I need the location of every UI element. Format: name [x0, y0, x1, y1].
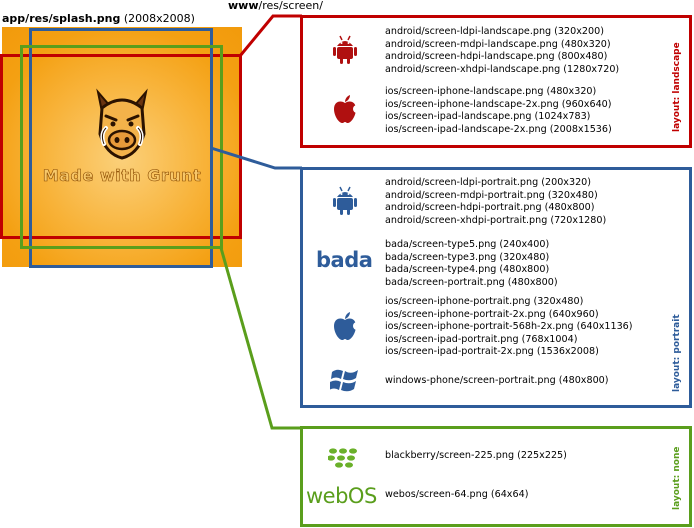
none-webos-files: webos/screen-64.png (64x64) [385, 489, 528, 502]
file-entry: ios/screen-iphone-landscape-2x.png (960x… [385, 98, 612, 110]
file-entry: android/screen-ldpi-portrait.png (200x32… [385, 177, 592, 188]
file-entry: android/screen-xhdpi-portrait.png (720x1… [385, 214, 607, 226]
portrait-group-box [300, 167, 692, 408]
landscape-layout-label: layout: landscape [672, 42, 682, 132]
none-group-box [300, 426, 692, 527]
apple-icon [334, 95, 358, 123]
file-entry: blackberry/screen-225.png (225x225) [385, 450, 567, 461]
file-entry: bada/screen-portrait.png (480x800) [385, 276, 558, 288]
file-entry: android/screen-hdpi-portrait.png (480x80… [385, 202, 595, 214]
bada-logo: bada [316, 248, 373, 272]
file-entry: ios/screen-iphone-portrait-2x.png (640x9… [385, 308, 599, 320]
file-entry: bada/screen-type4.png (480x800) [385, 264, 550, 276]
file-entry: android/screen-xhdpi-landscape.png (1280… [385, 63, 620, 75]
file-entry: ios/screen-iphone-landscape.png (480x320… [385, 86, 597, 97]
portrait-android-files: android/screen-ldpi-portrait.png (200x32… [385, 177, 606, 227]
blackberry-icon [328, 448, 357, 468]
file-entry: bada/screen-type3.png (320x480) [385, 251, 550, 263]
landscape-group-box [300, 15, 692, 148]
destination-path-label: www/res/screen/ [228, 0, 323, 12]
none-layout-label: layout: none [672, 446, 682, 510]
landscape-connector [238, 14, 302, 57]
landscape-android-files: android/screen-ldpi-landscape.png (320x2… [385, 26, 619, 76]
landscape-ios-files: ios/screen-iphone-landscape.png (480x320… [385, 86, 612, 136]
file-entry: android/screen-mdpi-landscape.png (480x3… [385, 38, 611, 50]
android-icon [333, 35, 357, 64]
file-entry: bada/screen-type5.png (240x400) [385, 239, 550, 250]
file-entry: ios/screen-ipad-portrait.png (768x1004) [385, 333, 578, 345]
file-entry: ios/screen-ipad-landscape-2x.png (2008x1… [385, 123, 612, 135]
source-path-label: app/res/splash.png (2008x2008) [2, 12, 195, 25]
file-entry: ios/screen-ipad-landscape.png (1024x783) [385, 111, 591, 123]
portrait-windows-files: windows-phone/screen-portrait.png (480x8… [385, 375, 609, 388]
none-crop-frame [20, 45, 223, 249]
webos-logo: webOS [306, 484, 377, 508]
windows-icon [330, 369, 358, 392]
splash-caption: Made with Grunt [42, 166, 202, 186]
file-entry: webos/screen-64.png (64x64) [385, 489, 529, 500]
file-entry: android/screen-hdpi-landscape.png (800x4… [385, 51, 608, 63]
none-connector [219, 247, 302, 430]
portrait-layout-label: layout: portrait [672, 314, 682, 392]
portrait-ios-files: ios/screen-iphone-portrait.png (320x480)… [385, 296, 633, 359]
none-blackberry-files: blackberry/screen-225.png (225x225) [385, 450, 567, 463]
portrait-connector [210, 146, 302, 170]
android-icon [333, 186, 357, 215]
file-entry: windows-phone/screen-portrait.png (480x8… [385, 375, 609, 386]
file-entry: android/screen-mdpi-portrait.png (320x48… [385, 189, 598, 201]
file-entry: ios/screen-iphone-portrait-568h-2x.png (… [385, 321, 633, 333]
file-entry: ios/screen-iphone-portrait.png (320x480) [385, 296, 584, 307]
file-entry: android/screen-ldpi-landscape.png (320x2… [385, 26, 604, 37]
grunt-boar-icon [96, 88, 148, 160]
landscape-crop-frame [0, 54, 242, 239]
portrait-bada-files: bada/screen-type5.png (240x400) bada/scr… [385, 239, 558, 289]
apple-icon [334, 312, 358, 340]
file-entry: ios/screen-ipad-portrait-2x.png (1536x20… [385, 346, 599, 358]
